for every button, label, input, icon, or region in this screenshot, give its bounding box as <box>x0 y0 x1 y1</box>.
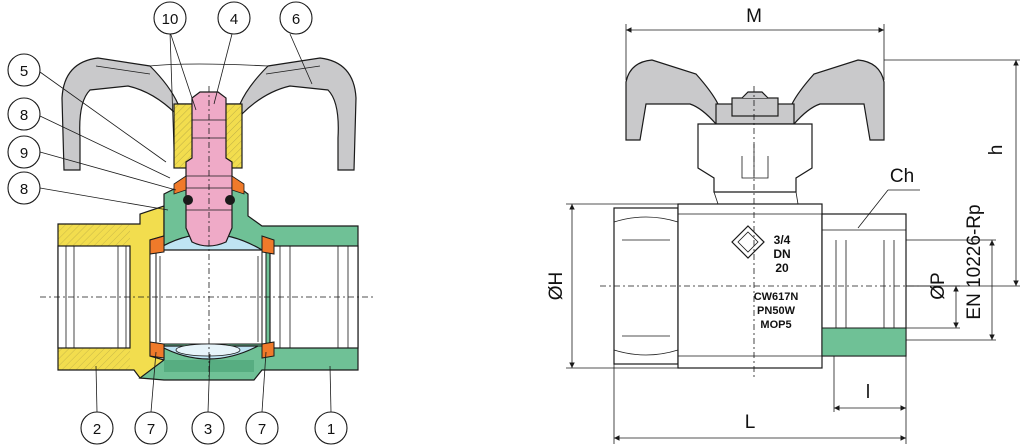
svg-text:8: 8 <box>20 181 28 198</box>
callout-7-right: 7 <box>245 411 279 445</box>
callout-3: 3 <box>191 411 225 445</box>
svg-text:8: 8 <box>20 107 28 124</box>
svg-text:Ch: Ch <box>890 166 914 187</box>
side-view: 3/4 DN 20 CW617N PN50W MOP5 M <box>546 6 1020 444</box>
svg-text:M: M <box>746 6 762 27</box>
side-body: 3/4 DN 20 CW617N PN50W MOP5 <box>677 191 823 369</box>
svg-text:4: 4 <box>230 11 238 28</box>
svg-text:PN50W: PN50W <box>757 305 796 317</box>
dimensions: M h EN 10226-Rp ØP Ch ØH <box>546 6 1020 444</box>
svg-text:20: 20 <box>775 261 789 275</box>
svg-text:h: h <box>986 145 1007 156</box>
callout-7-left: 7 <box>134 411 168 445</box>
svg-text:6: 6 <box>292 11 300 28</box>
seats <box>149 235 275 359</box>
right-end <box>821 213 907 357</box>
svg-text:1: 1 <box>327 421 335 438</box>
svg-text:l: l <box>866 382 870 403</box>
svg-text:DN: DN <box>773 247 790 261</box>
svg-text:5: 5 <box>20 63 28 80</box>
callout-2: 2 <box>80 411 114 445</box>
svg-text:7: 7 <box>147 421 155 438</box>
callout-1: 1 <box>314 411 348 445</box>
svg-text:9: 9 <box>20 145 28 162</box>
callout-5: 5 <box>7 53 41 87</box>
svg-text:MOP5: MOP5 <box>760 319 791 331</box>
svg-text:7: 7 <box>258 421 266 438</box>
callout-8-lower: 8 <box>7 171 41 205</box>
callout-4: 4 <box>217 1 251 35</box>
svg-text:L: L <box>745 412 756 433</box>
handle-side <box>625 59 885 193</box>
callout-10: 10 <box>153 1 187 35</box>
callout-8-upper: 8 <box>7 97 41 131</box>
svg-text:EN 10226-Rp: EN 10226-Rp <box>964 204 985 319</box>
callout-6: 6 <box>279 1 313 35</box>
svg-text:2: 2 <box>93 421 101 438</box>
stem <box>173 91 245 247</box>
section-view: 10 4 6 5 8 9 8 2 <box>7 1 376 445</box>
svg-text:CW617N: CW617N <box>754 291 799 303</box>
svg-text:3: 3 <box>204 421 212 438</box>
svg-text:ØH: ØH <box>546 272 567 301</box>
svg-text:ØP: ØP <box>928 272 949 299</box>
section-leaders <box>39 31 332 413</box>
callout-9: 9 <box>7 135 41 169</box>
svg-text:3/4: 3/4 <box>774 233 791 247</box>
insert-left <box>57 205 165 379</box>
svg-text:10: 10 <box>162 11 179 28</box>
